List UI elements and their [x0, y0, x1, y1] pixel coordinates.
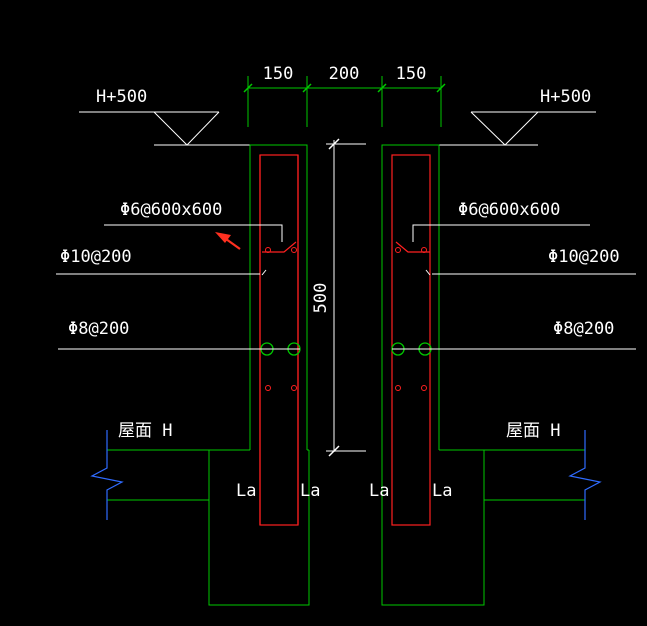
dimension-height: 500: [311, 138, 366, 457]
dim-gap: 200: [329, 64, 360, 84]
right-horizontal-bar-label: Φ10@200: [548, 247, 620, 267]
dim-right: 150: [396, 64, 427, 84]
roof-slab: [107, 449, 585, 606]
left-roof-label: 屋面 H: [118, 421, 172, 441]
right-roof-label: 屋面 H: [506, 421, 560, 441]
right-stirrup-label: Φ6@600x600: [458, 200, 560, 220]
leaders-left: [56, 224, 300, 350]
right-rebar-cage: [391, 154, 431, 526]
elevation-marker-right: H+500: [470, 87, 596, 146]
red-pointer-arrow-icon: [215, 232, 241, 250]
right-vertical-bar-label: Φ8@200: [553, 319, 614, 339]
left-rebar-cage: [259, 154, 299, 526]
break-line-left: [90, 430, 124, 520]
dim-height-label: 500: [311, 283, 331, 314]
dimension-chain: 150 200 150: [243, 64, 446, 127]
left-anchor-outer-label: La: [236, 481, 256, 501]
right-anchor-inner-label: La: [369, 481, 389, 501]
left-parapet-wall: [249, 144, 308, 450]
left-vertical-bar-label: Φ8@200: [68, 319, 129, 339]
elevation-marker-left: H+500: [79, 87, 220, 146]
left-horizontal-bar-label: Φ10@200: [60, 247, 132, 267]
left-stirrup-label: Φ6@600x600: [120, 200, 222, 220]
leaders-right: [392, 224, 636, 350]
elevation-left-label: H+500: [96, 87, 147, 107]
break-line-right: [568, 430, 602, 520]
dim-left: 150: [263, 64, 294, 84]
right-anchor-outer-label: La: [432, 481, 452, 501]
left-anchor-inner-label: La: [300, 481, 320, 501]
right-parapet-wall: [381, 144, 440, 450]
elevation-right-label: H+500: [540, 87, 591, 107]
